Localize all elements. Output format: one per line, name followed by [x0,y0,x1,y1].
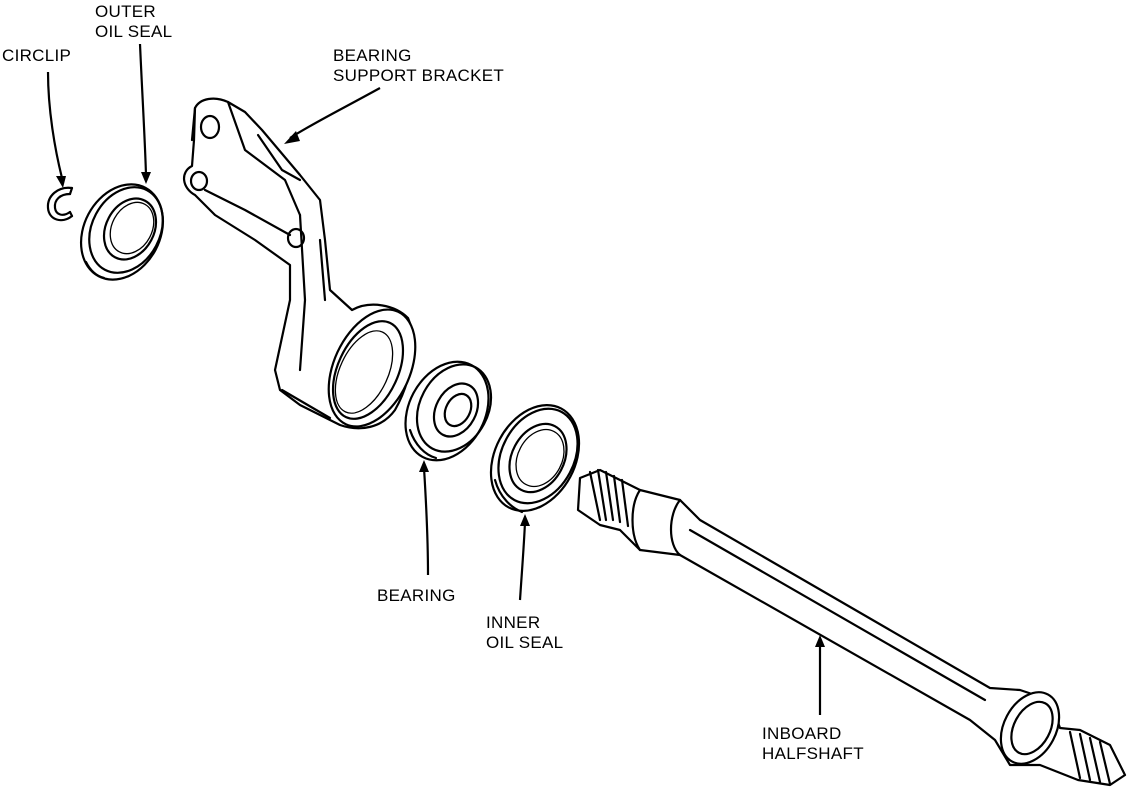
leader-inner-oil-seal [518,514,530,601]
inner-oil-seal [489,404,581,514]
leader-circlip [46,71,66,188]
bearing-part [404,360,493,462]
label-bracket-line2: SUPPORT BRACKET [333,66,505,85]
leader-bearing [419,460,430,576]
label-halfshaft-line2: HALFSHAFT [762,744,864,763]
label-inner-line1: INNER [486,613,541,632]
leader-inboard-halfshaft [815,635,825,715]
leader-outer-oil-seal [138,43,151,184]
label-outer-line2: OIL SEAL [95,22,173,41]
label-bracket-line1: BEARING [333,46,412,65]
leader-bearing-support-bracket [284,87,381,144]
outer-oil-seal [79,183,165,281]
label-outer-line1: OUTER [95,2,156,21]
bearing-support-bracket [183,97,417,430]
label-inner-line2: OIL SEAL [486,633,564,652]
label-circlip: CIRCLIP [2,46,72,65]
label-halfshaft-line1: INBOARD [762,724,842,743]
label-bearing: BEARING [377,586,456,605]
circlip [46,186,74,222]
inboard-halfshaft [576,468,1127,787]
